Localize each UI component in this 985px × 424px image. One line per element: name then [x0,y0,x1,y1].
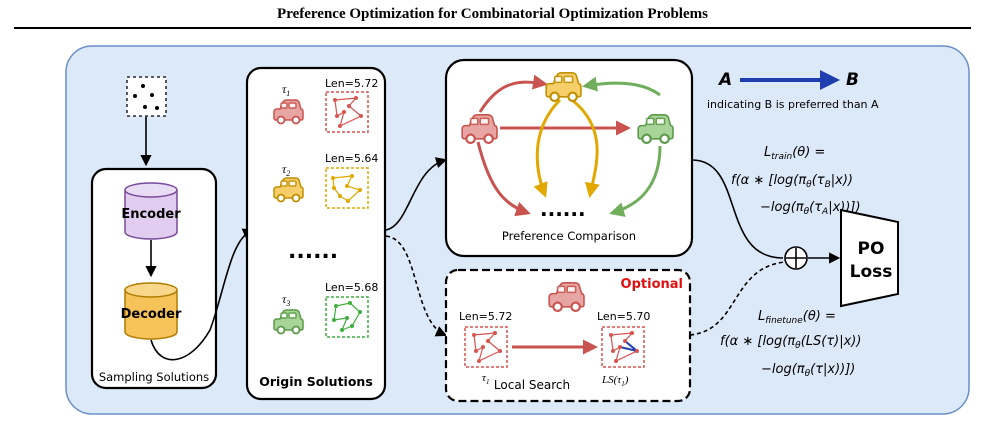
encoder-cylinder [124,182,178,240]
legend-text: indicating B is preferred than A [707,98,879,111]
origin-label: Origin Solutions [259,374,373,389]
svg-text:f(α ∗ [log(πθ(τB|x)): f(α ∗ [log(πθ(τB|x)) [731,173,853,190]
ls-before-tau: τ1 [482,372,489,386]
po-loss-line1: PO [858,239,885,259]
preference-label: Preference Comparison [502,229,636,243]
ls-label: Local Search [494,378,570,392]
title-rule [14,27,971,29]
solution-3-len: Len=5.68 [325,281,378,294]
po-loss-line2: Loss [850,262,893,282]
input-nodes [126,76,167,117]
svg-text:−log(πθ(τA|x))]): −log(πθ(τA|x))]) [760,200,861,217]
local-search-box [444,268,692,403]
solution-2-tau: τ2 [282,162,290,178]
train-loss-formula: Ltrain(θ) = f(α ∗ [log(πθ(τB|x)) −log(πθ… [731,145,861,217]
ls-after-len: Len=5.70 [597,310,650,323]
legend-b: B [846,70,859,90]
preference-box [444,58,694,258]
page-title: Preference Optimization for Combinatoria… [277,6,708,22]
svg-text:Lfinetune(θ) =: Lfinetune(θ) = [758,309,836,326]
sampling-label: Sampling Solutions [99,370,209,384]
svg-text:Ltrain(θ) =: Ltrain(θ) = [764,145,825,162]
decoder-label: Decoder [121,307,182,322]
ls-before-len: Len=5.72 [459,310,512,323]
preference-ellipsis: ...... [540,197,586,221]
decoder-cylinder [124,282,178,340]
encoder-label: Encoder [121,207,181,222]
svg-text:−log(πθ(τ|x))]): −log(πθ(τ|x))]) [761,362,855,379]
solution-1-len: Len=5.72 [325,77,378,90]
svg-text:f(α ∗ [log(πθ(LS(τ)|x)): f(α ∗ [log(πθ(LS(τ)|x)) [720,334,861,351]
optional-label: Optional [621,277,683,292]
solution-2-len: Len=5.64 [325,152,378,165]
solution-1-tau: τ1 [282,82,290,98]
po-loss-block [840,208,899,308]
ls-after-tau: LS(τ1) [601,374,629,388]
legend-a: A [717,70,732,90]
finetune-loss-formula: Lfinetune(θ) = f(α ∗ [log(πθ(LS(τ)|x)) −… [720,309,861,379]
sampling-box [90,167,218,390]
solution-3-tau: τ3 [282,292,290,308]
ellipsis: ...... [288,239,338,264]
